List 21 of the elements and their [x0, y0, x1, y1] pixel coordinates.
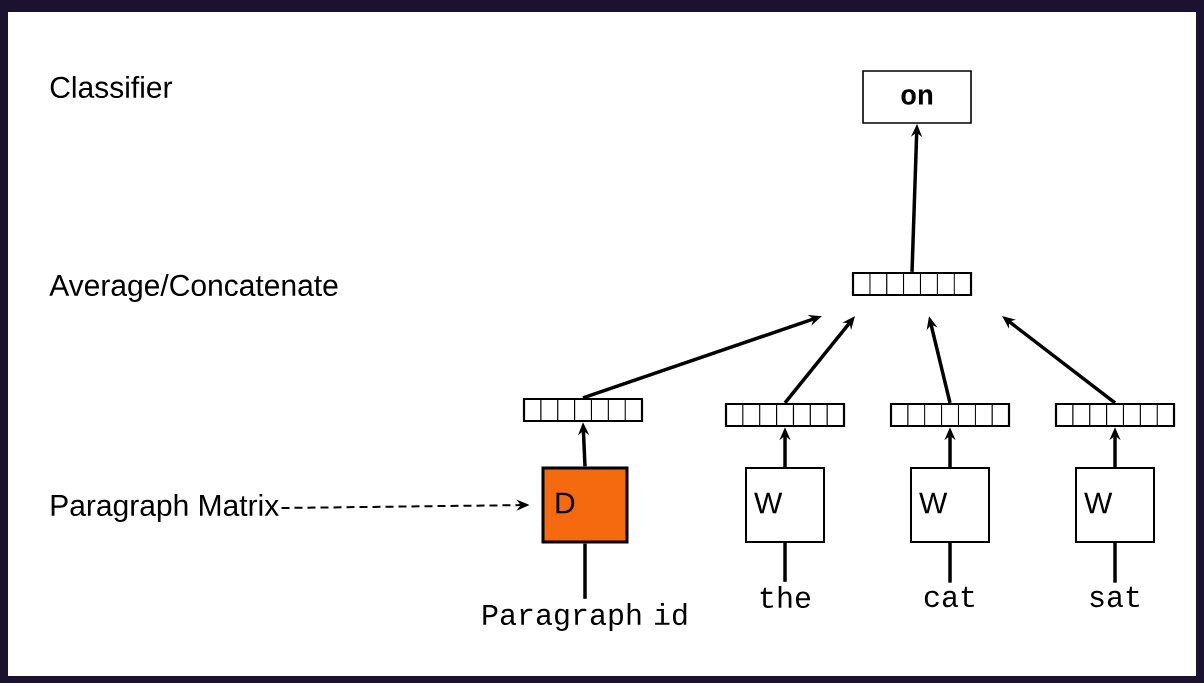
row-label: Average/Concatenate — [49, 274, 338, 302]
input-word: sat — [1090, 586, 1139, 608]
input-word: Paragraph id — [483, 603, 687, 631]
vector-bar — [889, 402, 1011, 428]
vector-bar — [1054, 402, 1176, 428]
connector-line — [1113, 543, 1117, 583]
input-word: cat — [924, 586, 974, 608]
word-box: W — [910, 467, 990, 543]
vector-bar — [724, 402, 846, 428]
input-word: the — [760, 586, 811, 609]
word-box: W — [1075, 467, 1155, 543]
word-box: W — [745, 467, 825, 543]
output-word-box: on — [862, 70, 972, 124]
vector-bar — [522, 397, 644, 423]
connector-line — [783, 543, 787, 582]
connector-line — [583, 543, 587, 599]
row-label: Classifier — [50, 76, 173, 98]
side-label: Paragraph Matrix — [51, 494, 279, 522]
connector-line — [948, 543, 952, 583]
vector-bar — [851, 271, 973, 297]
paragraph-box: D — [541, 466, 629, 544]
